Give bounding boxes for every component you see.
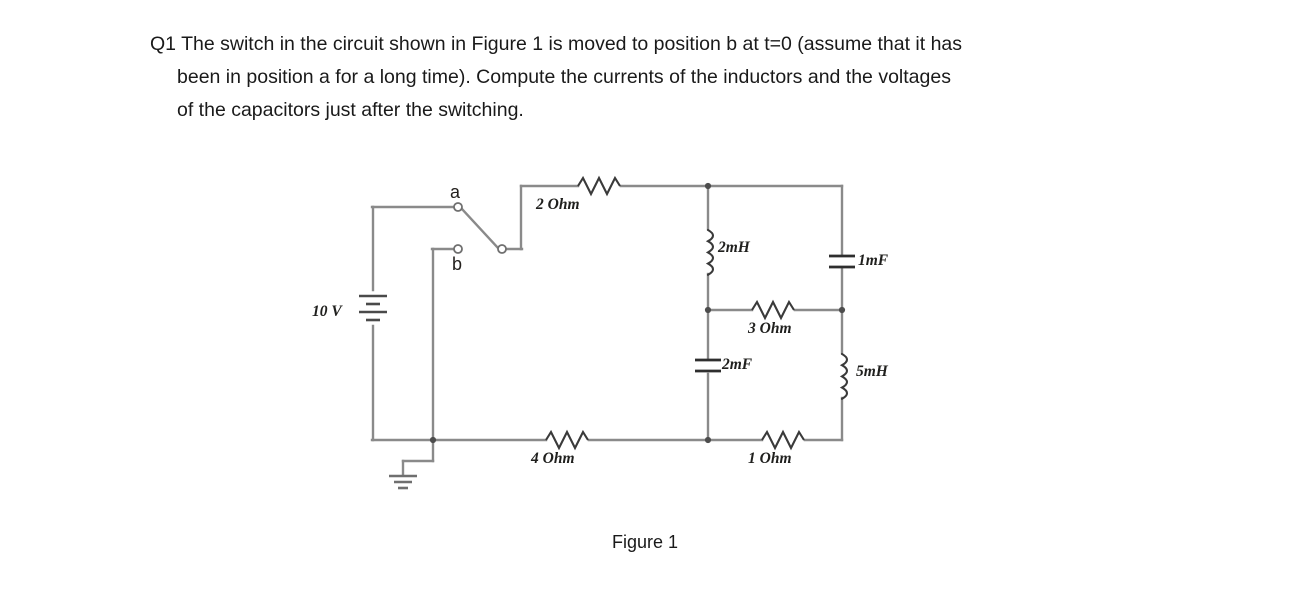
ground-symbol (389, 474, 417, 490)
figure-caption: Figure 1 (611, 532, 679, 552)
inductor-2mH-symbol (705, 228, 715, 276)
resistor-2ohm-symbol (577, 175, 621, 197)
question-text-line-1: The switch in the circuit shown in Figur… (181, 33, 963, 55)
junction-dots (429, 182, 846, 444)
question-line-3: of the capacitors just after the switchi… (150, 94, 1145, 127)
label-resistor-4ohm: 4 Ohm (531, 450, 575, 467)
resistor-1ohm-symbol (761, 429, 805, 451)
junction-top-middle (704, 182, 712, 190)
resistor-3ohm-symbol (751, 299, 795, 321)
junction-mid-right (838, 306, 846, 314)
label-capacitor-1mF: 1mF (858, 252, 889, 269)
switch-pivot-node (497, 244, 507, 254)
switch-label-a: a (450, 182, 461, 202)
switch-blade (459, 206, 501, 251)
voltage-source-symbol (359, 294, 387, 322)
question-text-line-3: of the capacitors just after the switchi… (177, 99, 524, 121)
junction-bottom-ground (429, 436, 437, 444)
junction-mid-left (704, 306, 712, 314)
question-line-2: been in position a for a long time). Com… (150, 61, 1145, 94)
switch-symbol (453, 202, 507, 254)
switch-terminal-b-node (453, 244, 463, 254)
question-line-1: Q1 The switch in the circuit shown in Fi… (150, 28, 1145, 61)
figure-1: 2 Ohm 2mH 1mF 3 Ohm 2mF 5mH 4 Ohm 1 Ohm … (0, 150, 1290, 570)
question-text-line-2: been in position a for a long time). Com… (177, 66, 951, 88)
junction-bottom-middle (704, 436, 712, 444)
label-resistor-3ohm: 3 Ohm (748, 320, 792, 337)
label-capacitor-2mF: 2mF (722, 356, 753, 373)
label-resistor-1ohm: 1 Ohm (748, 450, 792, 467)
label-inductor-2mH: 2mH (718, 239, 750, 256)
question-block: Q1 The switch in the circuit shown in Fi… (150, 28, 1145, 127)
circuit-diagram (359, 175, 855, 490)
label-voltage-source: 10 V (312, 303, 342, 320)
resistor-4ohm-symbol (545, 429, 589, 451)
label-inductor-5mH: 5mH (856, 363, 888, 380)
question-label: Q1 (150, 33, 177, 55)
label-resistor-2ohm: 2 Ohm (536, 196, 580, 213)
switch-terminal-a-node (453, 202, 463, 212)
inductor-5mH-symbol (839, 352, 849, 400)
switch-label-b: b (452, 254, 463, 274)
